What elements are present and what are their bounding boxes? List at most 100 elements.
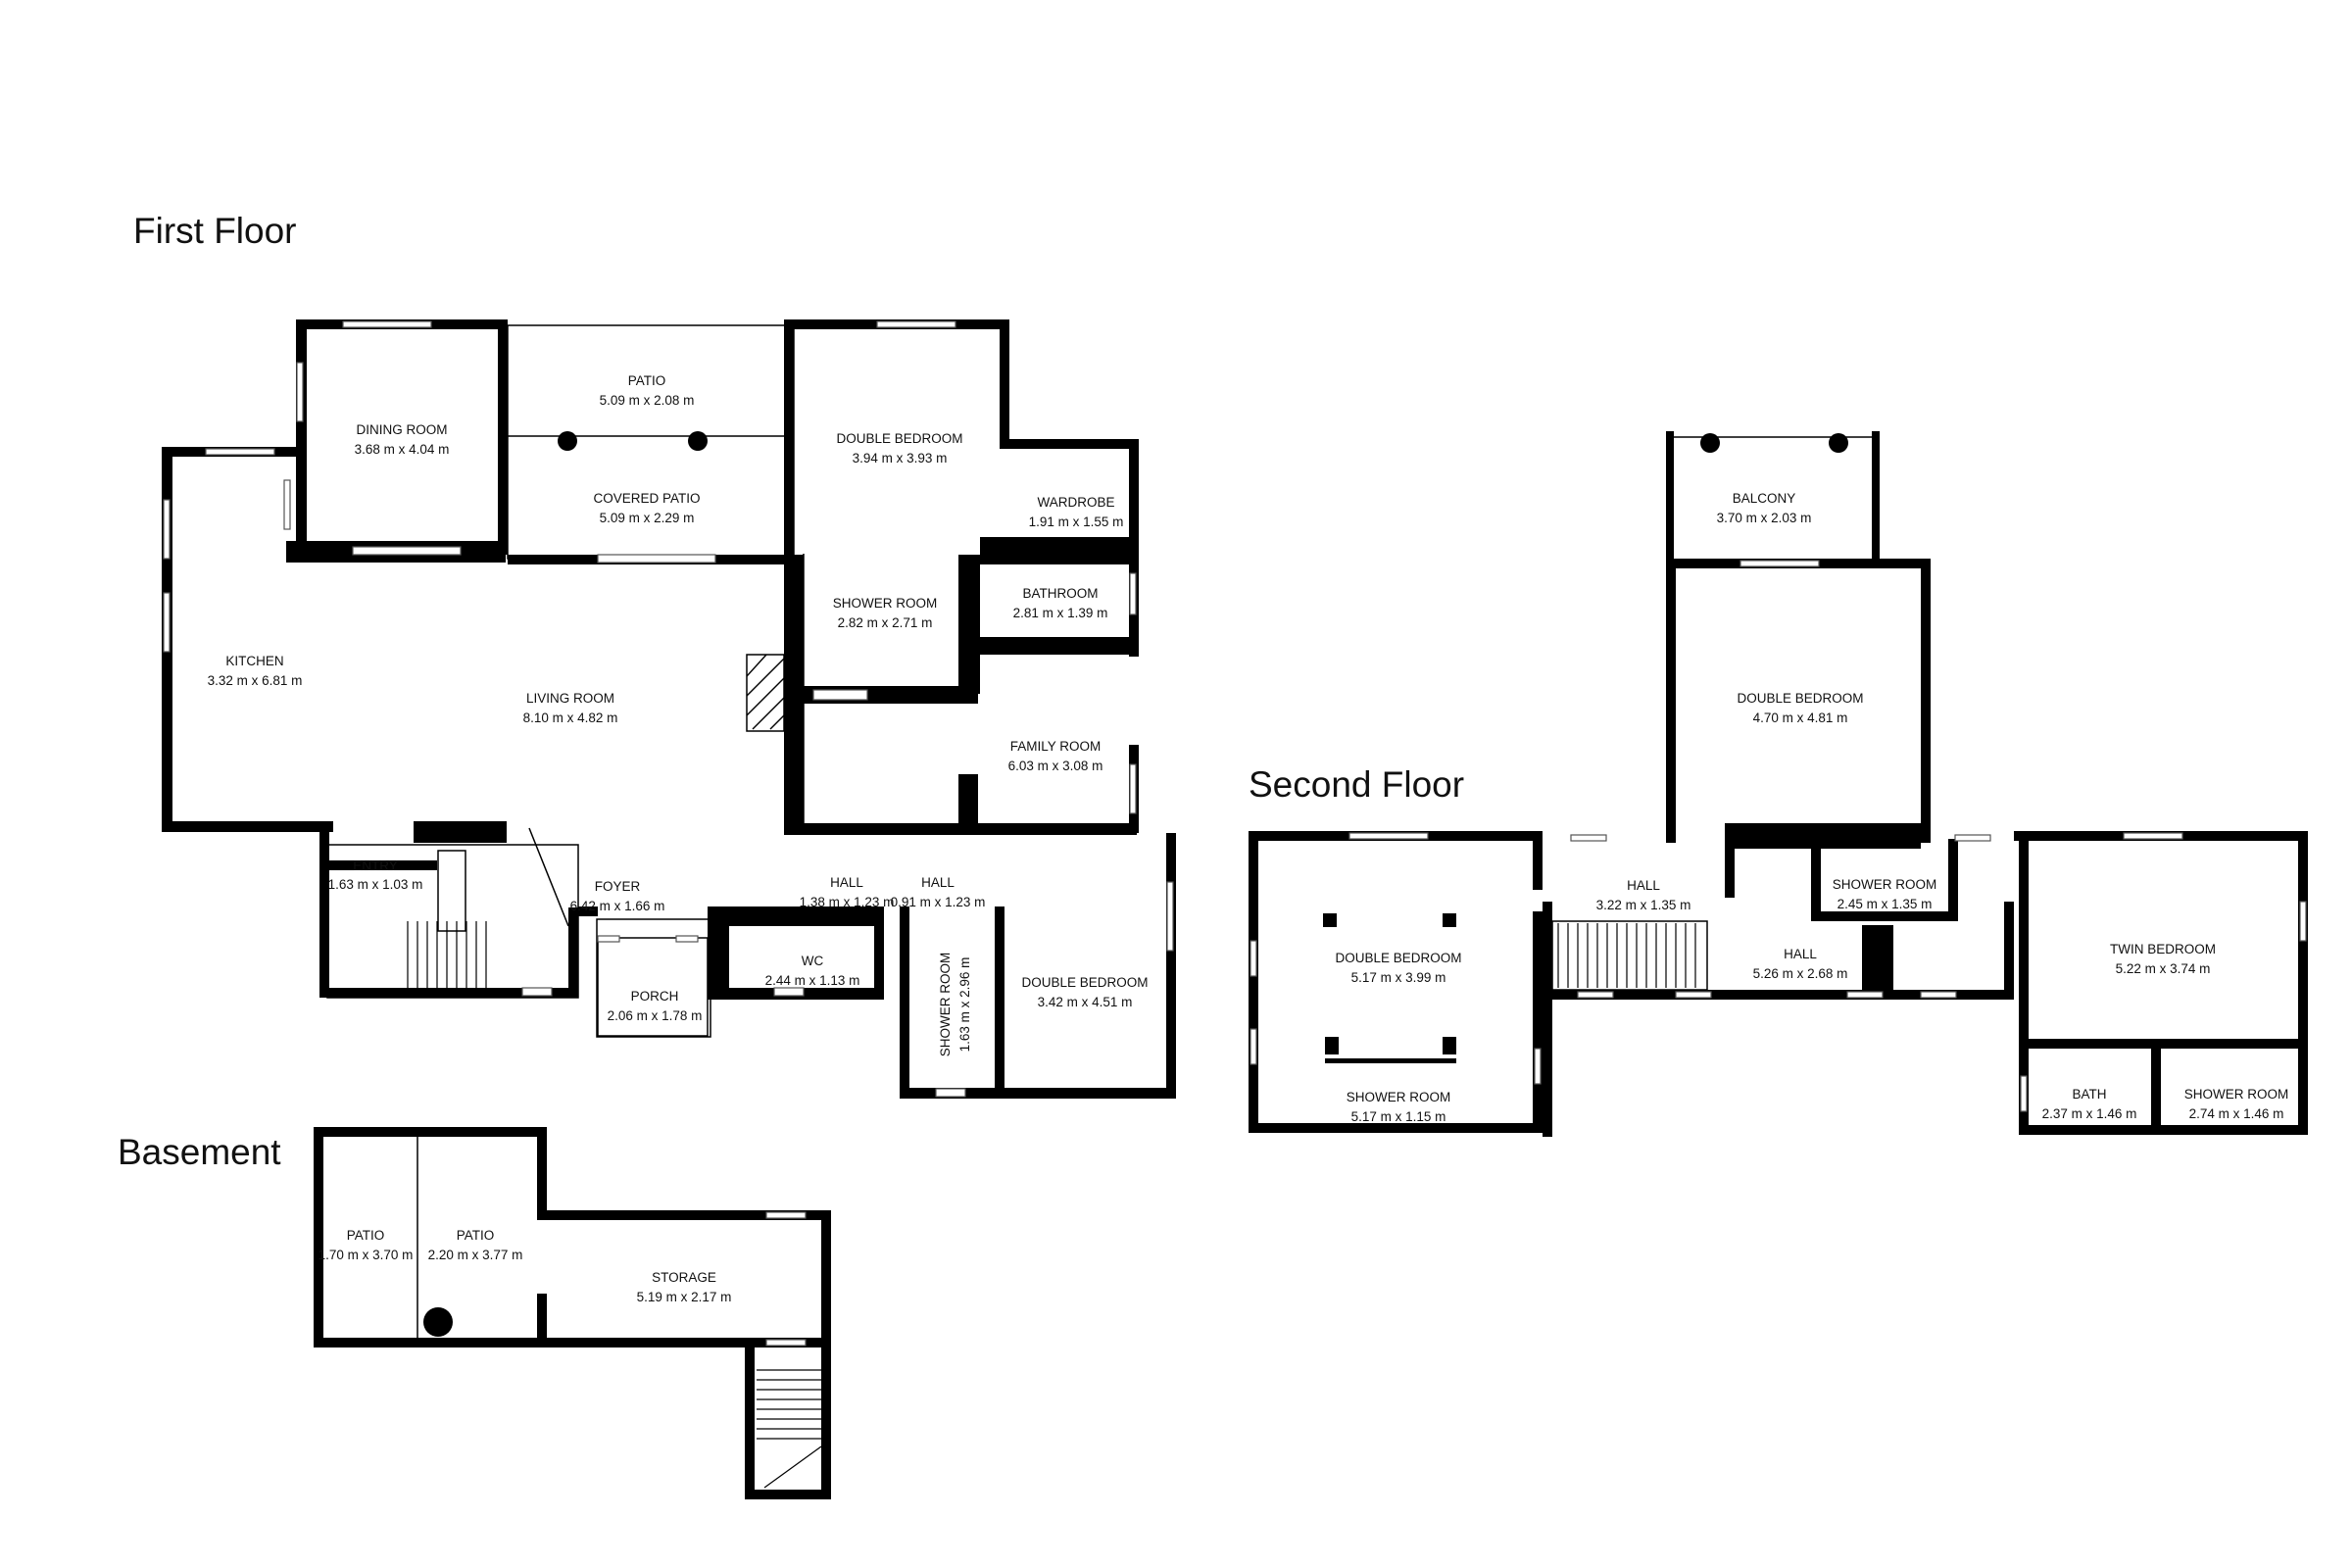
room-dimensions: 3.32 m x 6.81 m	[208, 673, 303, 688]
room-name: DOUBLE BEDROOM	[836, 431, 962, 446]
room-foyer: FOYER 6.42 m x 1.66 m	[570, 879, 665, 913]
room-name: PATIO	[347, 1228, 385, 1243]
room-dimensions: 2.20 m x 3.77 m	[428, 1248, 523, 1262]
room-dimensions: 2.06 m x 1.78 m	[608, 1008, 703, 1023]
room-name: BATH	[2072, 1087, 2106, 1102]
room-bath: BATH 2.37 m x 1.46 m	[2042, 1087, 2137, 1121]
room-basement-patio-1: PATIO 1.70 m x 3.70 m	[318, 1228, 414, 1262]
room-dimensions: 1.63 m x 1.03 m	[328, 877, 423, 892]
room-name: TWIN BEDROOM	[2110, 942, 2216, 956]
room-basement-patio-2: PATIO 2.20 m x 3.77 m	[428, 1228, 523, 1262]
room-dimensions: 4.70 m x 4.81 m	[1753, 710, 1848, 725]
room-name: STORAGE	[652, 1270, 716, 1285]
room-name: PATIO	[457, 1228, 495, 1243]
room-dimensions: 1.91 m x 1.55 m	[1029, 514, 1124, 529]
room-name: PORCH	[631, 989, 679, 1004]
room-shower-room-5: SHOWER ROOM 2.74 m x 1.46 m	[2184, 1087, 2289, 1121]
room-bathroom: BATHROOM 2.81 m x 1.39 m	[1013, 586, 1108, 620]
room-name: HALL	[921, 875, 955, 890]
second-floor-plan	[1249, 431, 2308, 1137]
room-name: DOUBLE BEDROOM	[1335, 951, 1461, 965]
room-dimensions: 3.70 m x 2.03 m	[1717, 511, 1812, 525]
room-dimensions: 2.45 m x 1.35 m	[1838, 897, 1933, 911]
room-name: KITCHEN	[225, 654, 283, 668]
room-name: HALL	[1784, 947, 1817, 961]
room-name: FAMILY ROOM	[1010, 739, 1102, 754]
room-name: BALCONY	[1733, 491, 1796, 506]
room-name: SHOWER ROOM	[938, 953, 953, 1057]
room-dimensions: 1.70 m x 3.70 m	[318, 1248, 414, 1262]
first-floor-plan	[162, 319, 1176, 1099]
room-dimensions: 2.81 m x 1.39 m	[1013, 606, 1108, 620]
room-name: WARDROBE	[1037, 495, 1114, 510]
room-name: LIVING ROOM	[526, 691, 614, 706]
room-dimensions: 5.26 m x 2.68 m	[1753, 966, 1848, 981]
room-living-room: LIVING ROOM 8.10 m x 4.82 m	[523, 691, 618, 725]
room-balcony: BALCONY 3.70 m x 2.03 m	[1717, 491, 1812, 525]
room-dimensions: 5.19 m x 2.17 m	[637, 1290, 732, 1304]
room-dimensions: 2.44 m x 1.13 m	[765, 973, 860, 988]
room-name: PATIO	[628, 373, 666, 388]
room-name: DOUBLE BEDROOM	[1737, 691, 1863, 706]
room-hall-4: HALL 5.26 m x 2.68 m	[1753, 947, 1848, 981]
room-dimensions: 1.38 m x 1.23 m	[800, 895, 895, 909]
room-hall-2: HALL 0.91 m x 1.23 m	[891, 875, 986, 909]
room-name: DINING ROOM	[357, 422, 448, 437]
room-dimensions: 5.17 m x 1.15 m	[1351, 1109, 1446, 1124]
room-dimensions: 6.42 m x 1.66 m	[570, 899, 665, 913]
room-name: DOUBLE BEDROOM	[1021, 975, 1148, 990]
room-dimensions: 6.03 m x 3.08 m	[1008, 759, 1103, 773]
room-name: HALL	[830, 875, 863, 890]
room-porch: PORCH 2.06 m x 1.78 m	[608, 989, 703, 1023]
room-dimensions: 3.42 m x 4.51 m	[1038, 995, 1133, 1009]
room-name: ENTRY	[353, 858, 398, 873]
room-name: FOYER	[595, 879, 641, 894]
room-patio: PATIO 5.09 m x 2.08 m	[600, 373, 695, 408]
room-name: SHOWER ROOM	[1347, 1090, 1451, 1104]
room-dimensions: 2.74 m x 1.46 m	[2189, 1106, 2284, 1121]
room-hall-3: HALL 3.22 m x 1.35 m	[1596, 878, 1691, 912]
room-kitchen: KITCHEN 3.32 m x 6.81 m	[208, 654, 303, 688]
basement-title: Basement	[118, 1132, 281, 1172]
room-double-bedroom-3: DOUBLE BEDROOM 4.70 m x 4.81 m	[1737, 691, 1863, 725]
room-shower-room-1: SHOWER ROOM 2.82 m x 2.71 m	[833, 596, 938, 630]
room-twin-bedroom: TWIN BEDROOM 5.22 m x 3.74 m	[2110, 942, 2216, 976]
room-name: WC	[802, 954, 824, 968]
room-storage: STORAGE 5.19 m x 2.17 m	[637, 1270, 732, 1304]
room-entry: ENTRY 1.63 m x 1.03 m	[328, 858, 423, 892]
room-name: COVERED PATIO	[593, 491, 700, 506]
room-dimensions: 3.94 m x 3.93 m	[853, 451, 948, 466]
room-name: BATHROOM	[1023, 586, 1099, 601]
room-wc: WC 2.44 m x 1.13 m	[765, 954, 860, 988]
basement-plan	[314, 1127, 831, 1499]
room-hall-1: HALL 1.38 m x 1.23 m	[800, 875, 895, 909]
room-dimensions: 5.22 m x 3.74 m	[2116, 961, 2211, 976]
first-floor-title: First Floor	[133, 211, 297, 251]
room-dimensions: 2.37 m x 1.46 m	[2042, 1106, 2137, 1121]
room-dimensions: 5.09 m x 2.29 m	[600, 511, 695, 525]
room-dimensions: 3.68 m x 4.04 m	[355, 442, 450, 457]
room-name: SHOWER ROOM	[2184, 1087, 2289, 1102]
room-family-room: FAMILY ROOM 6.03 m x 3.08 m	[1008, 739, 1103, 773]
room-dimensions: 0.91 m x 1.23 m	[891, 895, 986, 909]
room-dimensions: 1.63 m x 2.96 m	[957, 957, 972, 1053]
room-name: SHOWER ROOM	[833, 596, 938, 611]
room-dimensions: 5.09 m x 2.08 m	[600, 393, 695, 408]
room-wardrobe: WARDROBE 1.91 m x 1.55 m	[1029, 495, 1124, 529]
second-floor-title: Second Floor	[1249, 764, 1464, 805]
room-shower-room-3: SHOWER ROOM 5.17 m x 1.15 m	[1347, 1090, 1451, 1124]
room-name: HALL	[1627, 878, 1660, 893]
room-dining-room: DINING ROOM 3.68 m x 4.04 m	[355, 422, 450, 457]
room-shower-room-4: SHOWER ROOM 2.45 m x 1.35 m	[1833, 877, 1937, 911]
room-dimensions: 2.82 m x 2.71 m	[838, 615, 933, 630]
room-double-bedroom-4: DOUBLE BEDROOM 5.17 m x 3.99 m	[1335, 951, 1461, 985]
room-dimensions: 5.17 m x 3.99 m	[1351, 970, 1446, 985]
room-double-bedroom-1: DOUBLE BEDROOM 3.94 m x 3.93 m	[836, 431, 962, 466]
room-covered-patio: COVERED PATIO 5.09 m x 2.29 m	[593, 491, 700, 525]
room-double-bedroom-2: DOUBLE BEDROOM 3.42 m x 4.51 m	[1021, 975, 1148, 1009]
room-name: SHOWER ROOM	[1833, 877, 1937, 892]
room-shower-room-2: SHOWER ROOM 1.63 m x 2.96 m	[938, 953, 972, 1057]
room-dimensions: 3.22 m x 1.35 m	[1596, 898, 1691, 912]
room-dimensions: 8.10 m x 4.82 m	[523, 710, 618, 725]
